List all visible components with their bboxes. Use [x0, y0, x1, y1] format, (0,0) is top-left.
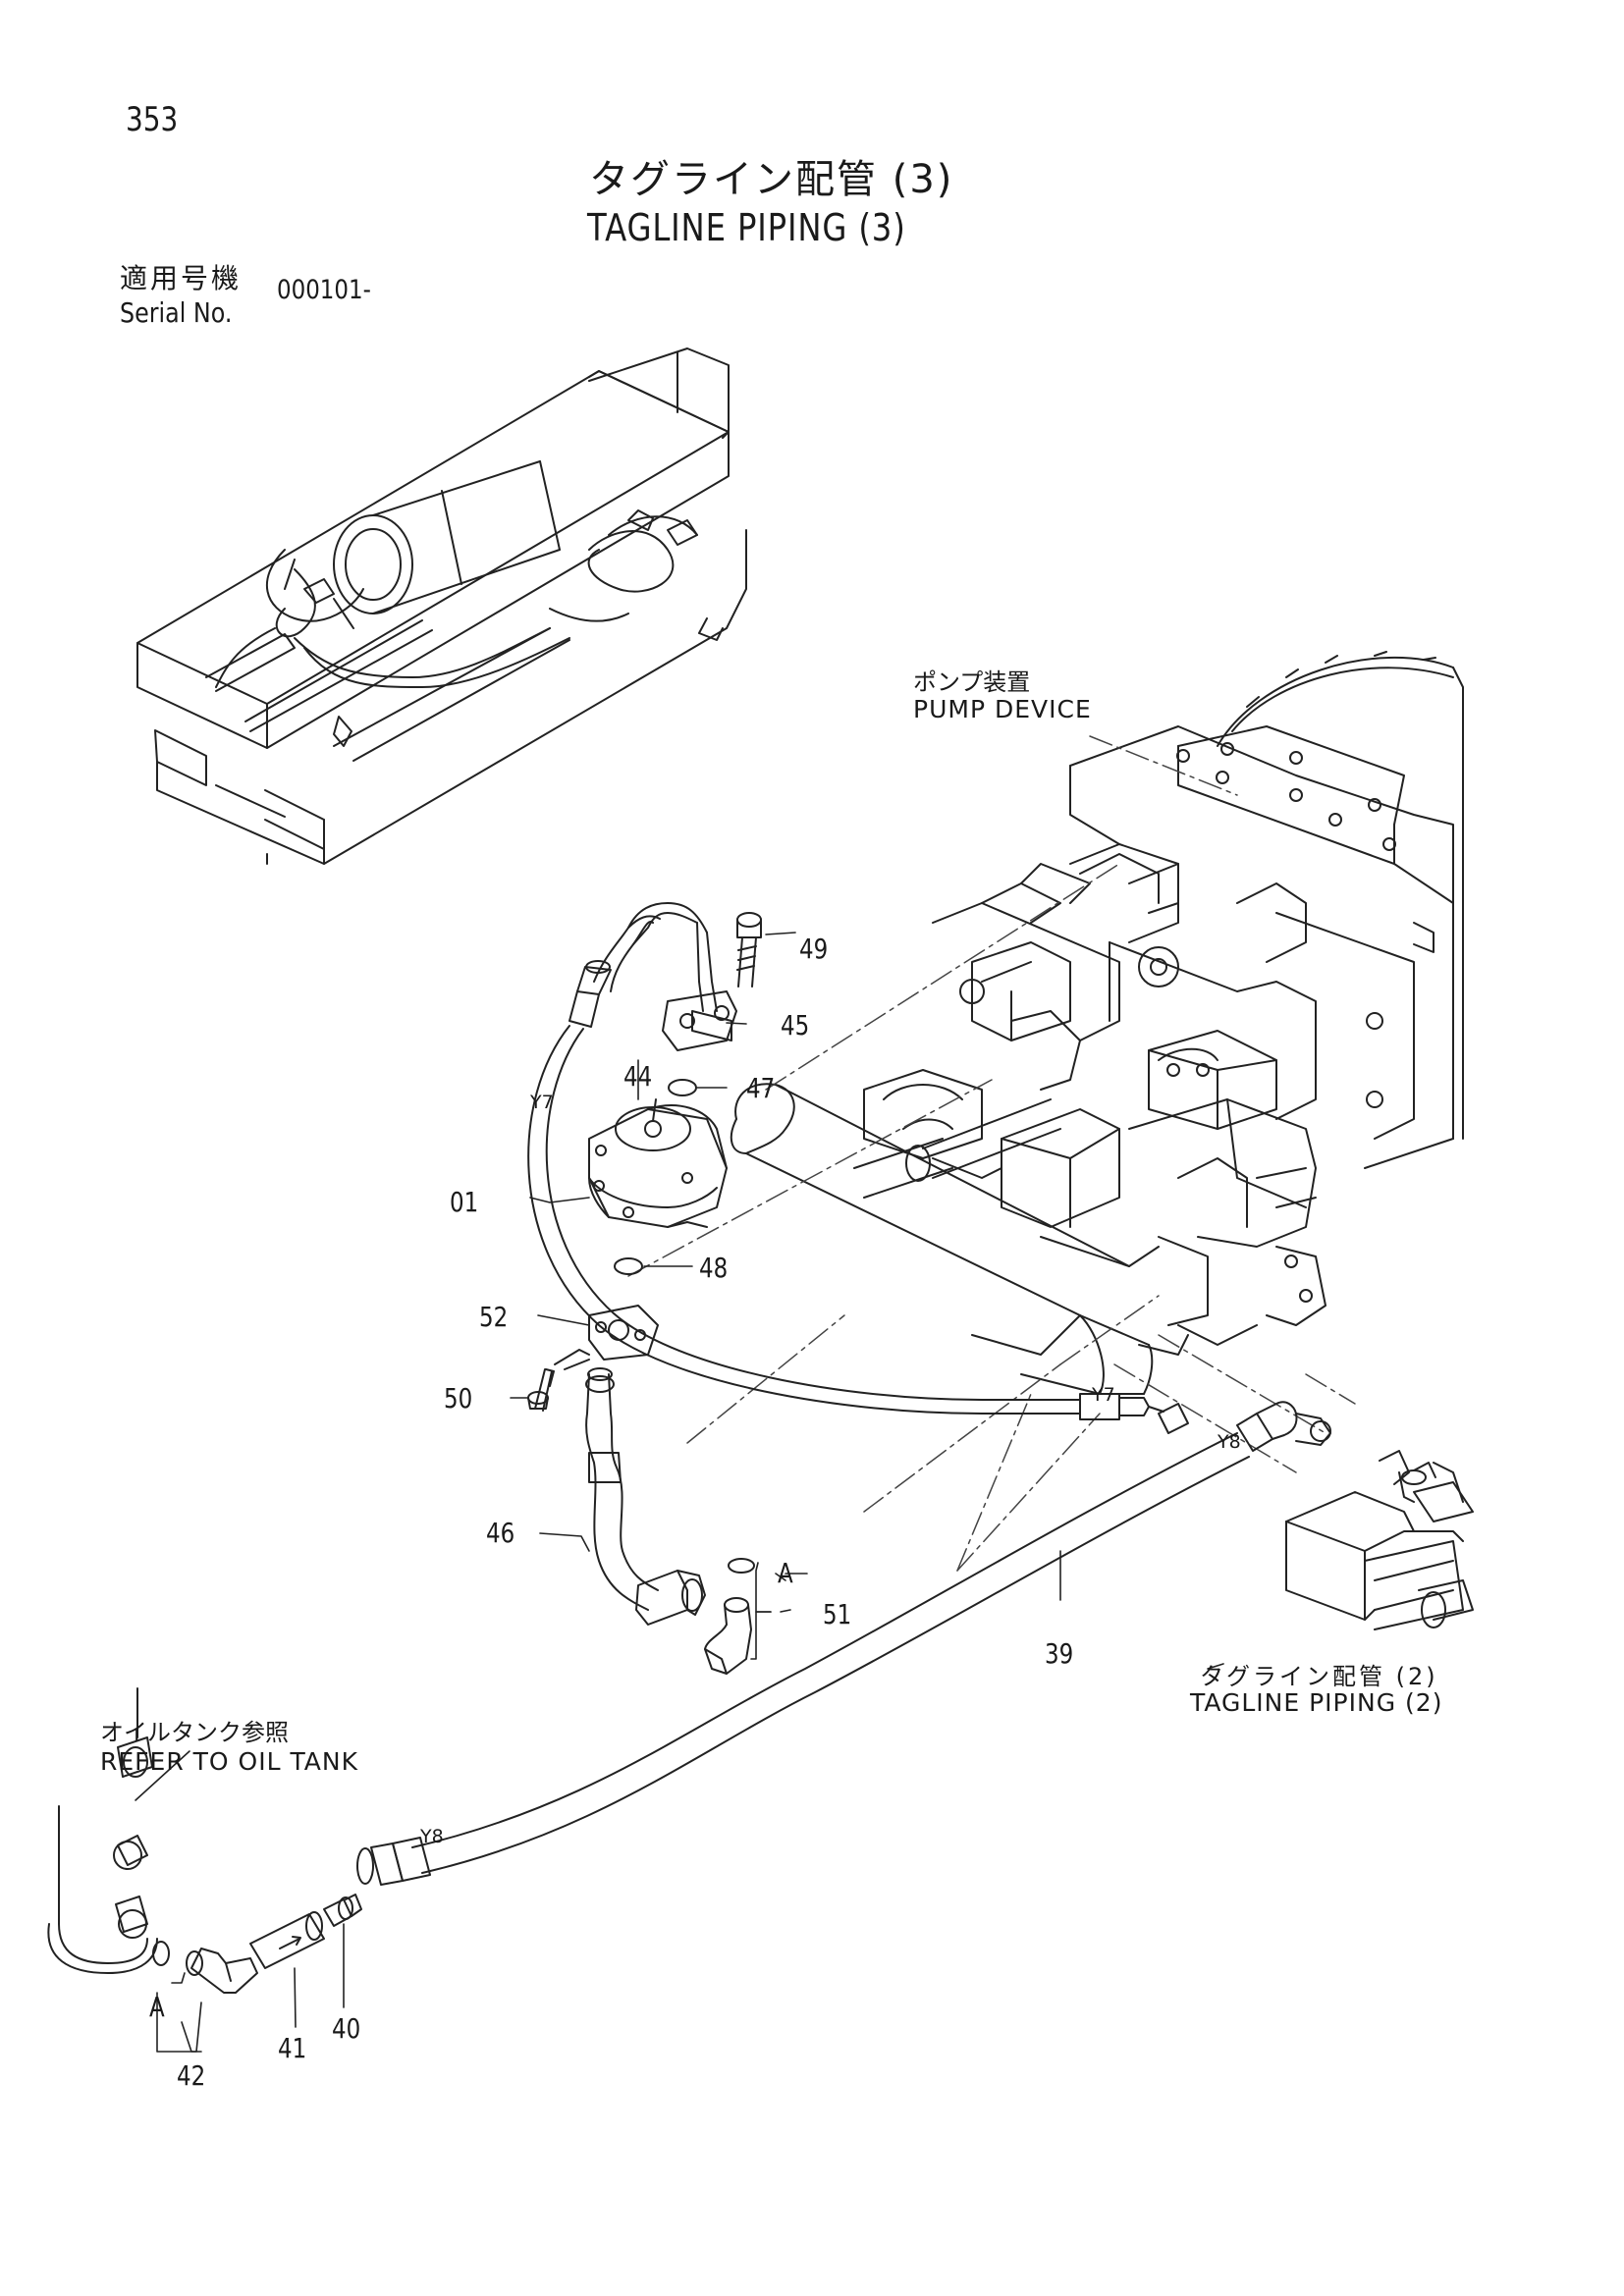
- adapter-40: [324, 1895, 361, 1926]
- part-number-41: 41: [278, 2032, 307, 2064]
- part-number-51: 51: [823, 1598, 852, 1630]
- pump-device-label-en: PUMP DEVICE: [913, 695, 1092, 723]
- serial-label-english: Serial No.: [120, 296, 233, 329]
- tag-y8-left: Y8: [420, 1826, 444, 1847]
- part-number-39: 39: [1045, 1637, 1074, 1670]
- part-number-52: 52: [479, 1301, 509, 1333]
- leader-50-52b: [565, 1360, 589, 1369]
- part-number-45: 45: [781, 1009, 810, 1041]
- part-number-48: 48: [699, 1252, 729, 1284]
- bolt-50: [528, 1369, 554, 1411]
- part-number-42: 42: [177, 2059, 206, 2092]
- tag-y7-upper: Y7: [530, 1092, 554, 1113]
- leader-50-52: [555, 1350, 589, 1364]
- title-japanese: タグライン配管 (3): [589, 157, 954, 202]
- part-number-01: 01: [450, 1186, 479, 1218]
- leader-lines: [135, 933, 1223, 2052]
- tag-y8-right: Y8: [1218, 1431, 1241, 1453]
- part-number-46: 46: [486, 1517, 515, 1549]
- refer-oil-tank-label-en: REFER TO OIL TANK: [100, 1747, 359, 1776]
- part-number-49: 49: [799, 933, 829, 965]
- tag-a-lower: A: [149, 1991, 165, 2023]
- bolt-49: [737, 913, 761, 987]
- overview-frame-drawing: [137, 348, 746, 864]
- tag-a-upper: A: [778, 1557, 793, 1589]
- control-valve: [1286, 1451, 1473, 1629]
- hose-01: [528, 961, 1188, 1433]
- tagline-piping-2-label-en: TAGLINE PIPING (2): [1190, 1688, 1443, 1717]
- title-english: TAGLINE PIPING (3): [587, 206, 906, 249]
- serial-label-japanese: 適用号機: [120, 262, 243, 294]
- flange-45: [663, 991, 736, 1050]
- o-ring-lower: [153, 1942, 169, 1965]
- tag-y7-lower: Y7: [1092, 1384, 1115, 1406]
- part-number-50: 50: [444, 1382, 473, 1415]
- part-number-44: 44: [623, 1060, 653, 1093]
- o-ring-48: [615, 1258, 642, 1274]
- tagline-piping-2-label-jp: タグライン配管 (2): [1200, 1663, 1438, 1690]
- refer-oil-tank-label-jp: オイルタンク参照: [100, 1719, 289, 1746]
- part-number-47: 47: [746, 1072, 776, 1104]
- hose-39: [357, 1402, 1330, 1885]
- o-ring-47: [669, 1080, 696, 1095]
- center-lines: [628, 736, 1355, 1571]
- pipe-upper-u: [594, 903, 731, 1041]
- check-valve-41: [250, 1912, 324, 1968]
- serial-number-value: 000101-: [277, 275, 371, 305]
- pump-device-drawing: [731, 652, 1463, 1394]
- flange-52: [589, 1306, 658, 1360]
- elbow-42: [187, 1949, 257, 1993]
- elbow-51: [705, 1559, 754, 1674]
- page-number: 353: [126, 100, 179, 139]
- part-number-40: 40: [332, 2012, 361, 2045]
- gear-pump-44: [589, 1099, 727, 1227]
- pump-device-label-jp: ポンプ装置: [913, 668, 1031, 696]
- oil-tank-section: [48, 1688, 157, 1973]
- hose-46: [586, 1368, 705, 1625]
